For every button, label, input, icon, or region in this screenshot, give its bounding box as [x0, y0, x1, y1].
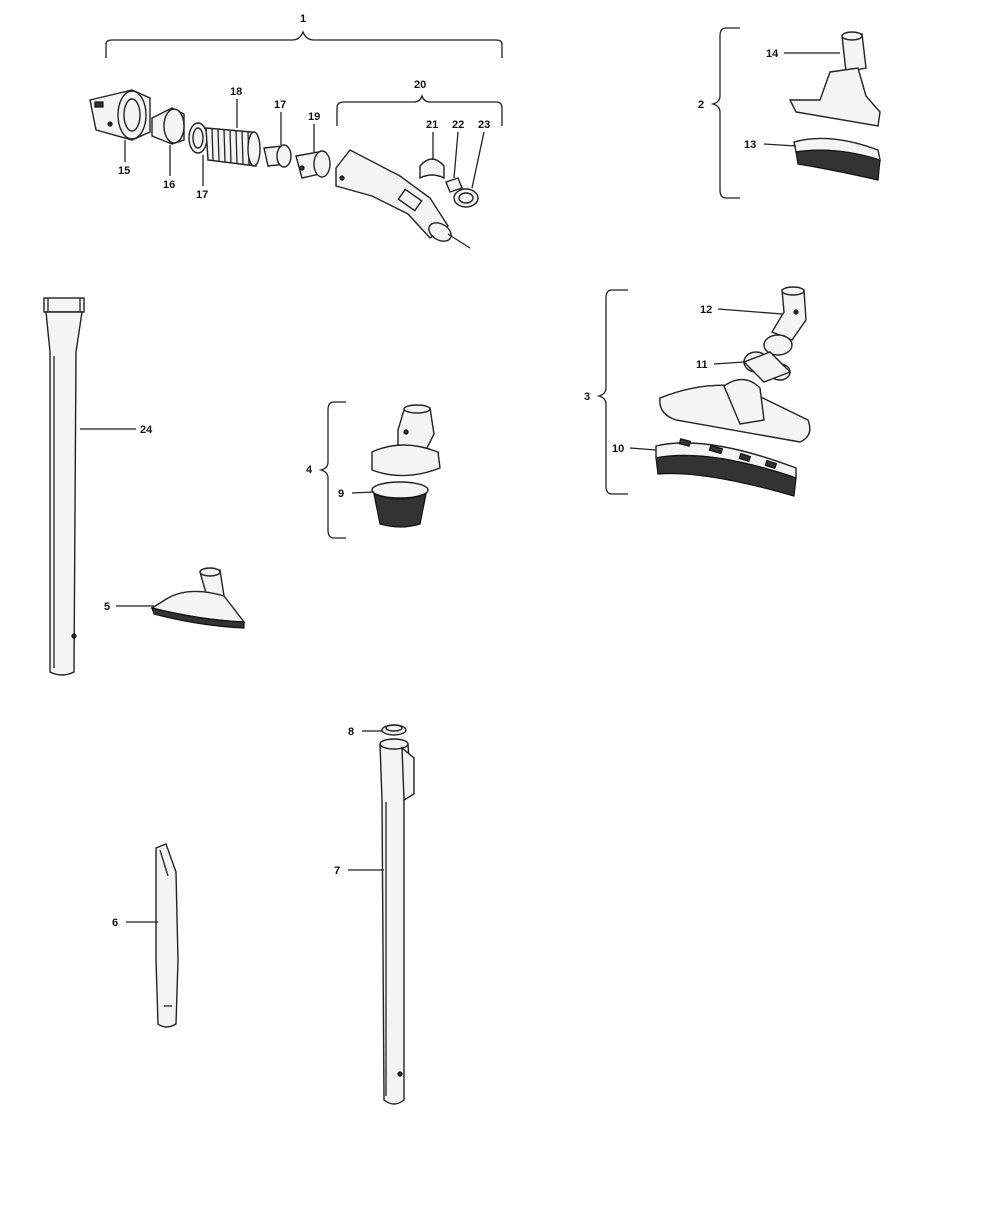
- part-dusting-brush-head: [371, 404, 441, 477]
- label-10: 10: [612, 443, 624, 455]
- label-20: 20: [414, 79, 426, 91]
- part-23-ring: [453, 188, 479, 208]
- part-19-ring: [295, 150, 331, 179]
- label-24: 24: [140, 424, 153, 436]
- part-20-handle: [335, 149, 471, 249]
- part-16-ring: [151, 107, 185, 145]
- leader-12: [717, 308, 783, 315]
- bracket-4: [318, 401, 346, 539]
- label-6: 6: [112, 917, 118, 929]
- bracket-2: [710, 27, 740, 199]
- part-13-upholstery-brush: [793, 137, 881, 181]
- part-18-corrugated-hose: [205, 127, 261, 167]
- label-4: 4: [306, 464, 313, 476]
- part-9-bristle-ring: [371, 481, 429, 528]
- label-11: 11: [696, 359, 708, 371]
- bracket-1: [105, 30, 503, 58]
- label-14: 14: [766, 48, 779, 60]
- bracket-3: [596, 289, 628, 495]
- label-1: 1: [300, 13, 306, 25]
- part-8-ring: [381, 724, 407, 736]
- part-5-crevice-nozzle: [150, 567, 246, 629]
- leader-13: [763, 143, 797, 147]
- leader-23: [471, 131, 485, 189]
- part-17-ring-left: [188, 122, 208, 154]
- part-6-crevice-tool: [155, 843, 179, 1028]
- part-floor-nozzle-head: [659, 378, 811, 443]
- leader-9: [351, 491, 375, 494]
- leader-22: [453, 131, 459, 179]
- label-22: 22: [452, 119, 464, 131]
- part-22-insert: [445, 177, 463, 193]
- label-15: 15: [118, 165, 130, 177]
- leader-10: [629, 447, 657, 451]
- label-23: 23: [478, 119, 490, 131]
- label-17-left: 17: [196, 189, 208, 201]
- part-21-clip: [419, 158, 445, 180]
- label-18: 18: [230, 86, 242, 98]
- label-2: 2: [698, 99, 704, 111]
- part-10-floor-brush: [655, 438, 797, 497]
- leader-11: [713, 361, 745, 365]
- part-11-swivel-joint: [742, 351, 792, 383]
- label-3: 3: [584, 391, 590, 403]
- label-17-right: 17: [274, 99, 286, 111]
- label-9: 9: [338, 488, 344, 500]
- part-14-upholstery-nozzle: [788, 31, 881, 127]
- label-8: 8: [348, 726, 354, 738]
- label-16: 16: [163, 179, 175, 191]
- part-17-ring-right: [263, 144, 292, 168]
- label-21: 21: [426, 119, 438, 131]
- part-12-swivel-elbow: [763, 286, 807, 356]
- label-13: 13: [744, 139, 756, 151]
- label-7: 7: [334, 865, 340, 877]
- label-12: 12: [700, 304, 712, 316]
- bracket-20: [336, 93, 503, 126]
- part-24-wand: [43, 297, 85, 676]
- label-5: 5: [104, 601, 110, 613]
- part-15-hose-end: [89, 89, 151, 141]
- part-7-wand: [379, 738, 415, 1105]
- label-19: 19: [308, 111, 320, 123]
